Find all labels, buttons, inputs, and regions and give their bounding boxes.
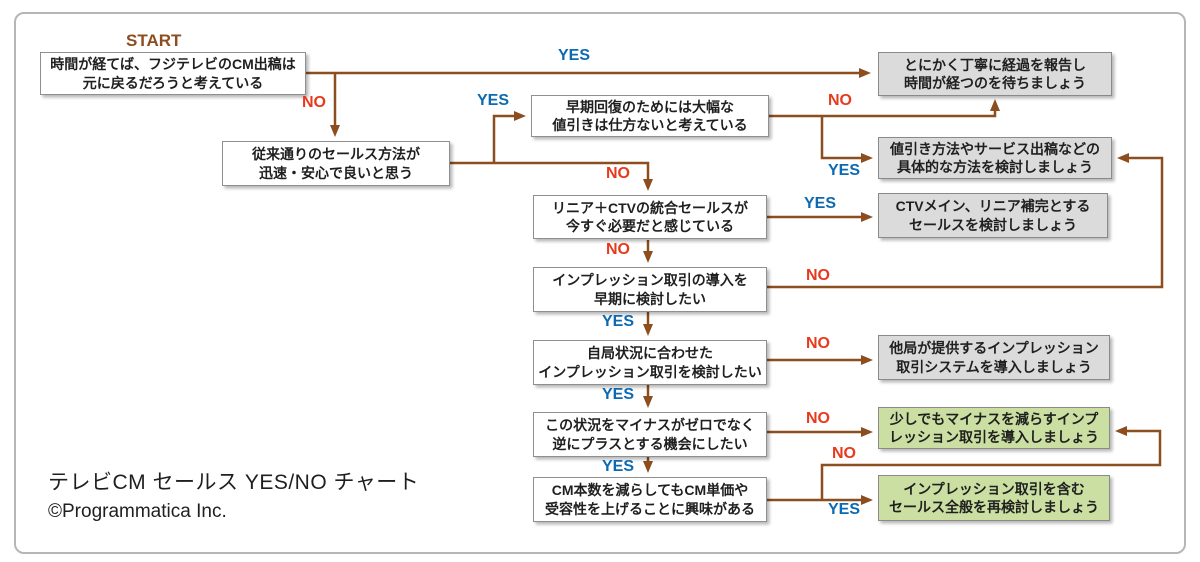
- result-line: レッション取引を導入しましょう: [889, 429, 1099, 445]
- no-label: NO: [606, 241, 630, 258]
- question-line: 逆にプラスとする機会にしたい: [552, 435, 748, 452]
- start-label: START: [126, 31, 182, 50]
- no-label: NO: [832, 445, 856, 462]
- question-line: インプレッション取引を検討したい: [538, 363, 762, 380]
- question-box-1: 時間が経てば、フジテレビのCM出稿は 元に戻るだろうと考えている: [40, 52, 306, 95]
- question-box-4: リニア＋CTVの統合セールスが 今すぐ必要だと感じている: [533, 195, 767, 239]
- no-label: NO: [606, 165, 630, 182]
- footer: テレビCM セールス YES/NO チャート ©Programmatica In…: [48, 466, 419, 523]
- question-box-6: 自局状況に合わせた インプレッション取引を検討したい: [533, 340, 767, 385]
- yes-label: YES: [828, 501, 861, 518]
- question-line: 受容性を上げることに興味がある: [545, 500, 755, 517]
- result-line: セールス全般を再検討しましょう: [889, 499, 1099, 515]
- yes-label: YES: [477, 92, 510, 109]
- question-box-2: 従来通りのセールス方法が 迅速・安心で良いと思う: [222, 141, 450, 186]
- result-line: CTVメイン、リニア補完とする: [895, 198, 1091, 215]
- yes-label: YES: [828, 162, 861, 179]
- result-line: 具体的な方法を検討しましょう: [897, 159, 1093, 175]
- question-line: 迅速・安心で良いと思う: [259, 164, 413, 181]
- question-line: 時間が経てば、フジテレビのCM出稿は: [50, 56, 296, 73]
- question-box-8: CM本数を減らしてもCM単価や 受容性を上げることに興味がある: [533, 477, 767, 522]
- result-box-other-station: 他局が提供するインプレッション 取引システムを導入しましょう: [878, 335, 1110, 380]
- yes-label: YES: [558, 47, 591, 64]
- question-line: 自局状況に合わせた: [587, 345, 713, 362]
- no-label: NO: [806, 335, 830, 352]
- result-box-reduce-minus: 少しでもマイナスを減らすインプ レッション取引を導入しましょう: [878, 407, 1110, 449]
- result-box-discount: 値引き方法やサービス出稿などの 具体的な方法を検討しましょう: [878, 137, 1112, 179]
- result-line: 値引き方法やサービス出稿などの: [890, 140, 1100, 157]
- no-label: NO: [806, 410, 830, 427]
- question-box-7: この状況をマイナスがゼロでなく 逆にプラスとする機会にしたい: [533, 412, 767, 457]
- result-line: 他局が提供するインプレッション: [889, 340, 1099, 357]
- question-line: 値引きは仕方ないと考えている: [552, 117, 748, 133]
- question-line: 早期に検討したい: [594, 290, 706, 307]
- question-box-5: インプレッション取引の導入を 早期に検討したい: [533, 267, 767, 312]
- copyright-text: ©Programmatica Inc.: [48, 501, 227, 522]
- result-box-ctv: CTVメイン、リニア補完とする セールスを検討しましょう: [878, 193, 1108, 238]
- result-box-wait: とにかく丁寧に経過を報告し 時間が経つのを待ちましょう: [878, 52, 1112, 96]
- question-line: 元に戻るだろうと考えている: [82, 74, 264, 91]
- no-label: NO: [828, 92, 852, 109]
- no-label: NO: [302, 94, 326, 111]
- result-line: 少しでもマイナスを減らすインプ: [889, 410, 1099, 427]
- yes-label: YES: [602, 458, 635, 475]
- question-line: インプレッション取引の導入を: [552, 272, 748, 289]
- question-line: リニア＋CTVの統合セールスが: [552, 199, 748, 216]
- question-line: 従来通りのセールス方法が: [252, 146, 420, 163]
- yes-label: YES: [804, 195, 837, 212]
- question-box-3: 早期回復のためには大幅な 値引きは仕方ないと考えている: [531, 95, 769, 137]
- result-line: 時間が経つのを待ちましょう: [904, 75, 1086, 91]
- result-line: インプレッション取引を含む: [903, 480, 1085, 497]
- question-line: 早期回復のためには大幅な: [566, 98, 734, 115]
- chart-title: テレビCM セールス YES/NO チャート: [48, 471, 420, 494]
- no-label: NO: [806, 267, 830, 284]
- yes-label: YES: [602, 313, 635, 330]
- question-line: CM本数を減らしてもCM単価や: [551, 482, 749, 499]
- result-line: 取引システムを導入しましょう: [896, 358, 1092, 375]
- yes-label: YES: [602, 386, 635, 403]
- result-line: とにかく丁寧に経過を報告し: [904, 56, 1086, 73]
- result-line: セールスを検討しましょう: [909, 216, 1077, 233]
- question-line: この状況をマイナスがゼロでなく: [545, 417, 755, 434]
- result-box-rethink-sales: インプレッション取引を含む セールス全般を再検討しましょう: [878, 475, 1110, 521]
- question-line: 今すぐ必要だと感じている: [566, 218, 734, 234]
